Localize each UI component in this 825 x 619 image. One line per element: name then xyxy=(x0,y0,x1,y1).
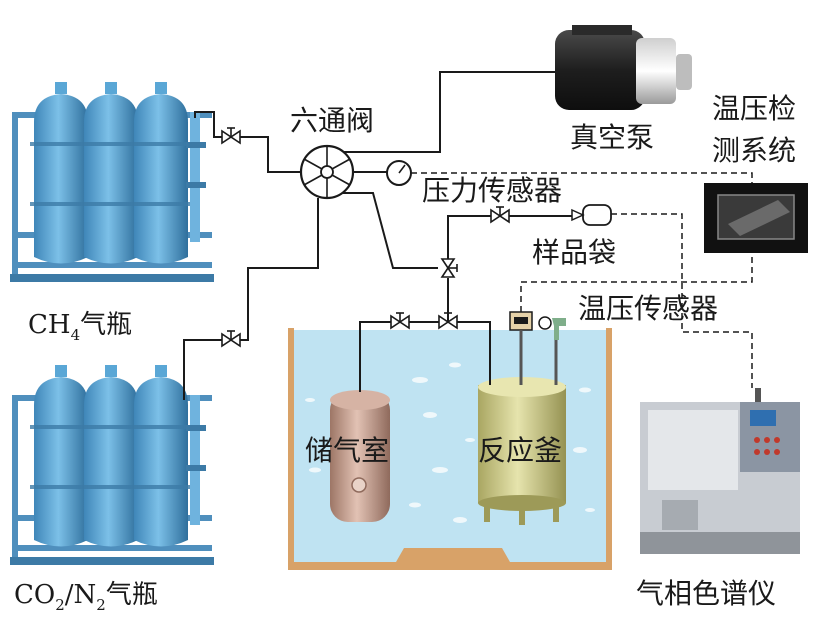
monitor-system-label-line1: 温压检 xyxy=(712,92,796,125)
reactor-label: 反应釜 xyxy=(478,434,562,467)
co2-label-main: CO xyxy=(14,580,55,610)
gas-chromatograph xyxy=(640,388,800,554)
temp-pressure-sensor-label: 温压传感器 xyxy=(578,292,718,325)
co2-label-sub: 2 xyxy=(55,596,65,614)
valve-ch4 xyxy=(221,127,241,144)
monitor-screen xyxy=(704,183,808,253)
n2-label-main: /N xyxy=(65,580,97,610)
storage-chamber xyxy=(330,390,390,522)
valve-reactor xyxy=(438,312,458,329)
valve-sample-line xyxy=(490,206,510,223)
ch4-cylinder-bank xyxy=(10,82,214,282)
valve-co2-n2 xyxy=(221,330,241,347)
sample-bag xyxy=(571,204,612,226)
signal-lines xyxy=(411,172,753,388)
pressure-gauge xyxy=(386,160,412,186)
co2-n2-cylinder-label: CO2/N2气瓶 xyxy=(14,580,158,614)
six-way-valve xyxy=(299,144,355,200)
monitor-system-label-line2: 测系统 xyxy=(712,134,796,167)
valve-storage xyxy=(390,312,410,329)
ch4-label-tail: 气瓶 xyxy=(80,310,132,340)
gas-chromatograph-label: 气相色谱仪 xyxy=(636,577,776,610)
n2-label-sub: 2 xyxy=(96,596,106,614)
reactor xyxy=(478,377,566,525)
ch4-label-sub: 4 xyxy=(71,326,81,344)
gas-pipelines xyxy=(183,71,572,400)
sample-bag-label: 样品袋 xyxy=(532,236,616,269)
co2-n2-label-tail: 气瓶 xyxy=(106,580,158,610)
pressure-sensor-label: 压力传感器 xyxy=(422,174,562,207)
storage-chamber-label: 储气室 xyxy=(305,434,389,467)
valve-main xyxy=(441,258,458,278)
ch4-cylinder-label: CH4气瓶 xyxy=(28,310,132,344)
six-way-valve-label: 六通阀 xyxy=(290,104,374,137)
vacuum-pump-label: 真空泵 xyxy=(570,121,654,154)
vacuum-pump xyxy=(555,25,692,110)
ch4-label-main: CH xyxy=(28,310,71,340)
temp-pressure-sensor xyxy=(509,311,566,385)
